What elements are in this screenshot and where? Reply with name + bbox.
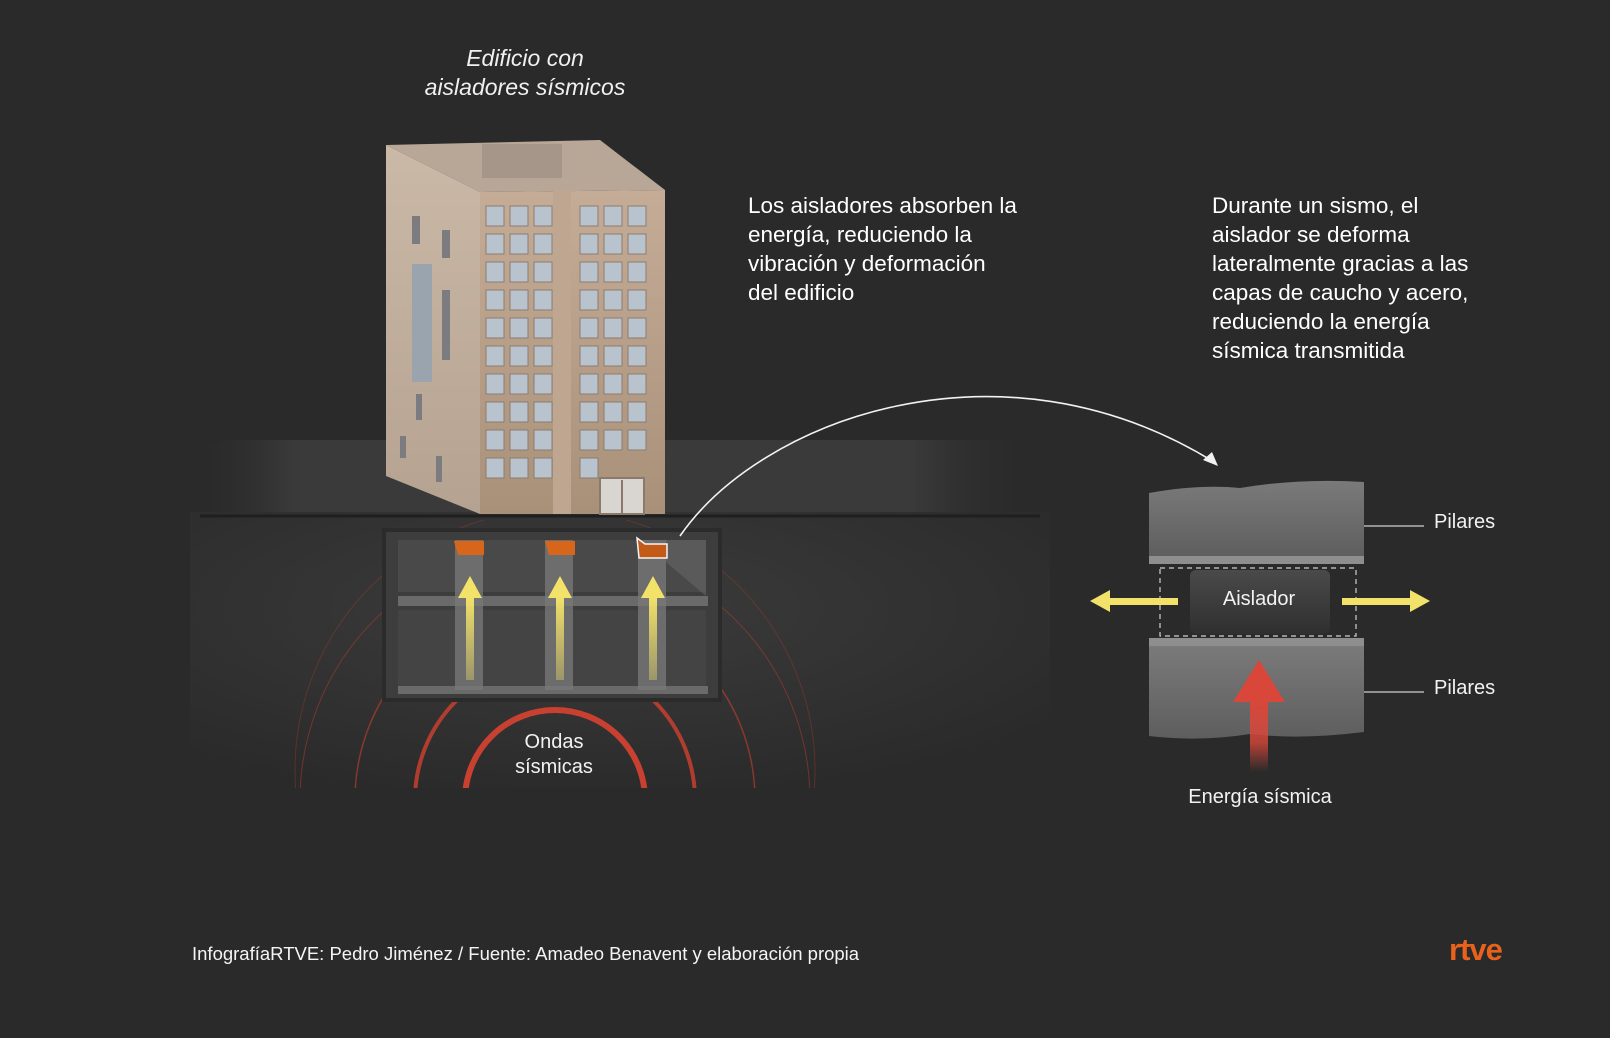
window bbox=[627, 401, 647, 423]
upward-arrows bbox=[458, 576, 665, 680]
window bbox=[485, 205, 505, 227]
window bbox=[627, 233, 647, 255]
window bbox=[509, 457, 529, 479]
window bbox=[627, 345, 647, 367]
window bbox=[627, 373, 647, 395]
window bbox=[533, 401, 553, 423]
diagram-title: Edificio con aisladores sísmicos bbox=[355, 44, 695, 102]
window bbox=[533, 317, 553, 339]
window bbox=[533, 233, 553, 255]
note-absorb: Los aisladores absorben la energía, redu… bbox=[748, 193, 1017, 305]
window bbox=[485, 373, 505, 395]
window bbox=[509, 429, 529, 451]
window bbox=[533, 289, 553, 311]
window bbox=[533, 345, 553, 367]
window bbox=[603, 373, 623, 395]
window bbox=[579, 233, 599, 255]
label-pillars-top: Pilares bbox=[1434, 511, 1496, 533]
title-line-2: aisladores sísmicos bbox=[424, 74, 626, 100]
window bbox=[509, 345, 529, 367]
window bbox=[579, 317, 599, 339]
source-credit: InfografíaRTVE: Pedro Jiménez / Fuente: … bbox=[192, 943, 860, 964]
waves-line-2: sísmicas bbox=[515, 756, 593, 778]
window bbox=[509, 401, 529, 423]
window bbox=[579, 373, 599, 395]
label-seismic-energy: Energía sísmica bbox=[1188, 786, 1332, 808]
waves-line-1: Ondas bbox=[524, 731, 584, 753]
window bbox=[603, 261, 623, 283]
window bbox=[579, 401, 599, 423]
window bbox=[485, 233, 505, 255]
window bbox=[627, 429, 647, 451]
window bbox=[533, 373, 553, 395]
window bbox=[485, 317, 505, 339]
isolator-detail bbox=[1090, 480, 1430, 772]
window bbox=[603, 401, 623, 423]
window bbox=[579, 205, 599, 227]
window bbox=[603, 233, 623, 255]
building bbox=[386, 140, 665, 515]
window bbox=[579, 429, 599, 451]
rtve-logo: rtve bbox=[1449, 932, 1503, 967]
window bbox=[627, 261, 647, 283]
basement-frame bbox=[382, 528, 722, 702]
window bbox=[509, 289, 529, 311]
window bbox=[603, 345, 623, 367]
window bbox=[533, 205, 553, 227]
window bbox=[509, 233, 529, 255]
window bbox=[509, 261, 529, 283]
pointer-arrow bbox=[679, 395, 1218, 537]
window bbox=[485, 457, 505, 479]
window bbox=[603, 289, 623, 311]
window bbox=[627, 317, 647, 339]
window bbox=[509, 373, 529, 395]
window bbox=[603, 429, 623, 451]
label-pillars-bottom: Pilares bbox=[1434, 677, 1496, 699]
window bbox=[579, 345, 599, 367]
window bbox=[579, 289, 599, 311]
note-deform: Durante un sismo, el aislador se deforma… bbox=[1212, 193, 1469, 363]
window-grid bbox=[485, 205, 647, 479]
window bbox=[509, 317, 529, 339]
window bbox=[533, 429, 553, 451]
window bbox=[533, 261, 553, 283]
window bbox=[603, 205, 623, 227]
window bbox=[579, 261, 599, 283]
window bbox=[579, 457, 599, 479]
window bbox=[485, 345, 505, 367]
label-isolator: Aislador bbox=[1222, 588, 1296, 610]
title-line-1: Edificio con bbox=[466, 45, 584, 71]
window bbox=[627, 289, 647, 311]
window bbox=[485, 289, 505, 311]
window bbox=[627, 205, 647, 227]
window bbox=[533, 457, 553, 479]
isolators bbox=[454, 536, 668, 559]
window bbox=[485, 401, 505, 423]
window bbox=[485, 429, 505, 451]
window bbox=[509, 205, 529, 227]
window bbox=[603, 317, 623, 339]
label-seismic-waves: Ondas sísmicas bbox=[494, 730, 614, 780]
window bbox=[485, 261, 505, 283]
